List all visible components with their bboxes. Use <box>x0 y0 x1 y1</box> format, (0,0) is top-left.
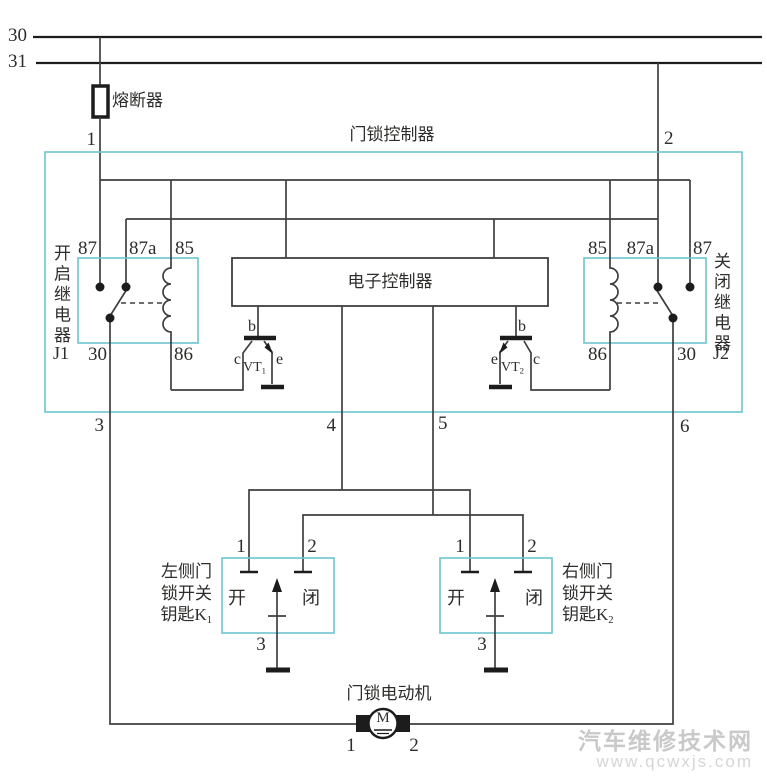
k2-terminal-3: 3 <box>477 634 487 655</box>
j1-30-label: 30 <box>88 344 107 365</box>
k1-terminal-3: 3 <box>256 634 266 655</box>
vt2-emitter-arrow <box>499 342 508 354</box>
watermark-url: www.qcwxjs.com <box>596 752 753 771</box>
switch-k1-name: 左侧门 锁开关 钥匙K1 <box>160 562 212 627</box>
j1-87a-label: 87a <box>129 238 157 259</box>
relay-j1-box <box>77 257 199 344</box>
rail-31-label: 31 <box>8 51 27 72</box>
switch-k2-name: 右侧门 锁开关 钥匙K2 <box>562 562 614 627</box>
relay-j1-name: 开启继电器 <box>51 244 70 347</box>
k2-close-label: 闭 <box>525 588 543 608</box>
relay-j1-blade <box>109 288 128 317</box>
ecu-box <box>231 257 549 307</box>
k1-open-label: 开 <box>228 588 246 608</box>
vt2-collector-wire <box>523 340 610 391</box>
controller-terminal-4: 4 <box>326 415 337 436</box>
relay-j1-id: J1 <box>52 343 69 363</box>
terminal3-motor-wire <box>109 318 356 725</box>
relay-j2-name: 关闭继电器 <box>711 252 730 355</box>
controller-title: 门锁控制器 <box>349 125 435 144</box>
j1-87-contact-dot <box>95 282 105 292</box>
j2-30-contact-dot <box>668 313 678 323</box>
j1-87-label: 87 <box>78 238 97 259</box>
controller-terminal-6: 6 <box>680 416 690 437</box>
vt1-collector-wire <box>171 340 253 391</box>
controller-terminal-3: 3 <box>94 415 105 436</box>
controller-terminal-2: 2 <box>664 128 674 149</box>
watermark-title: 汽车维修技术网 <box>578 728 753 754</box>
unlock-bus-wire <box>248 489 471 572</box>
j2-85-label: 85 <box>588 238 607 259</box>
relay-j2-coil <box>609 180 619 390</box>
fuse-label: 熔断器 <box>112 91 163 110</box>
fuse-symbol <box>91 84 110 119</box>
k1-terminal-2: 2 <box>307 536 317 557</box>
relay-j2-blade <box>655 288 674 317</box>
j2-87a-contact-dot <box>653 282 663 292</box>
k1-close-label: 闭 <box>302 588 320 608</box>
controller-box <box>44 151 743 413</box>
motor-terminal-2: 2 <box>409 735 419 756</box>
vt2-label: VT2 <box>501 360 525 376</box>
j2-86-label: 86 <box>588 344 607 365</box>
relay-j1-coil <box>162 180 172 390</box>
ecu-title: 电子控制器 <box>347 272 433 291</box>
k1-terminal-1: 1 <box>236 536 246 557</box>
k2-lever-arrow <box>490 578 500 592</box>
vt1-base-label: b <box>248 318 256 335</box>
j2-87-label: 87 <box>693 238 712 259</box>
vt2-base-label: b <box>518 318 526 335</box>
j1-85-label: 85 <box>175 238 194 259</box>
vt2-collector-label: c <box>533 351 541 368</box>
k2-terminal-2: 2 <box>527 536 537 557</box>
vt1-collector-label: c <box>233 351 241 368</box>
j2-30-label: 30 <box>677 344 696 365</box>
j1-30-contact-dot <box>105 313 115 323</box>
k1-lever-arrow <box>272 578 282 592</box>
motor-symbol-label: M <box>376 710 390 726</box>
switch-k1-box <box>221 557 335 634</box>
vt1-emitter-label: e <box>276 351 284 368</box>
motor-title: 门锁电动机 <box>346 684 432 703</box>
k2-terminal-1: 1 <box>455 536 465 557</box>
j1-86-label: 86 <box>174 344 193 365</box>
j2-87a-label: 87a <box>626 238 654 259</box>
switch-k2-box <box>439 557 553 634</box>
terminal6-motor-wire <box>410 318 674 725</box>
vt2-emitter-label: e <box>490 351 498 368</box>
rail-30-label: 30 <box>8 25 27 46</box>
lock-bus-wire <box>302 514 524 572</box>
controller-terminal-1: 1 <box>86 129 97 150</box>
controller-terminal-5: 5 <box>438 413 448 434</box>
vt1-label: VT1 <box>243 360 267 376</box>
relay-j2-id: J2 <box>712 343 729 363</box>
j2-87-contact-dot <box>685 282 695 292</box>
vt1-emitter-arrow <box>264 342 273 354</box>
relay-j2-box <box>583 257 707 344</box>
k2-open-label: 开 <box>447 588 465 608</box>
j1-87a-contact-dot <box>121 282 131 292</box>
motor-terminal-1: 1 <box>346 735 356 756</box>
